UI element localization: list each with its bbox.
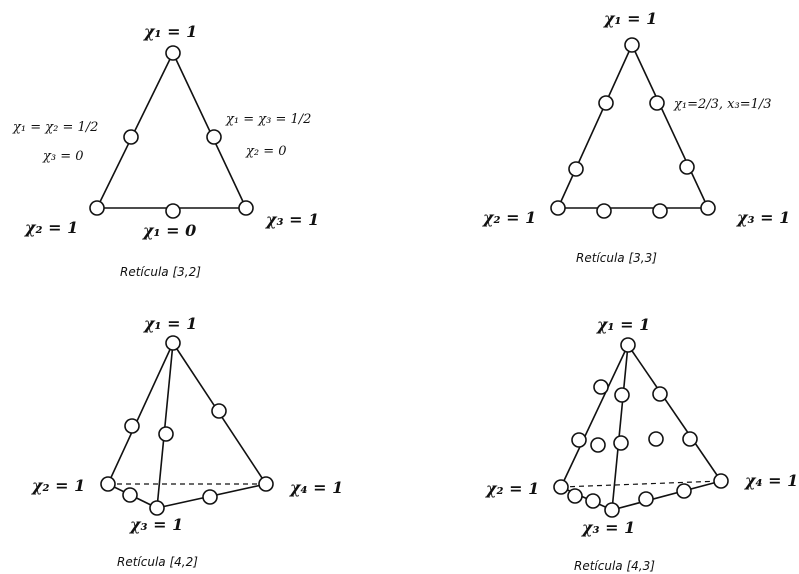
edge-apex-x3 bbox=[156, 342, 174, 509]
label-left: χ₂ = 1 bbox=[31, 476, 85, 495]
label-top: χ₁ = 1 bbox=[143, 314, 197, 333]
caption-lattice-4-2: Retícula [4,2] bbox=[117, 555, 198, 569]
label-top: χ₁ = 1 bbox=[143, 22, 197, 41]
label-bottom: χ₃ = 1 bbox=[581, 518, 635, 537]
label-bottom-right: χ₃ = 1 bbox=[736, 208, 790, 227]
vertex-x3 bbox=[149, 500, 165, 516]
vertex-x4 bbox=[258, 476, 274, 492]
point-bottom-left bbox=[596, 203, 612, 219]
caption-lattice-3-3: Retícula [3,3] bbox=[576, 251, 657, 265]
point-edge-14-lower bbox=[682, 431, 698, 447]
point-face-134 bbox=[648, 431, 664, 447]
point-edge-34-right bbox=[676, 483, 692, 499]
edge-hidden-x2-x4 bbox=[560, 480, 722, 488]
caption-lattice-3-2: Retícula [3,2] bbox=[120, 265, 201, 279]
label-right-edge-b: χ₂ = 0 bbox=[245, 144, 287, 159]
point-edge-23-left bbox=[567, 488, 583, 504]
edge-apex-x4 bbox=[627, 344, 722, 482]
edge-right bbox=[631, 44, 709, 209]
label-bottom-left: χ₂ = 1 bbox=[24, 218, 78, 237]
point-edge-13-upper bbox=[614, 387, 630, 403]
panel-lattice-3-2: χ₁ = 1 χ₁ = χ₂ = 1/2 χ₃ = 0 χ₁ = χ₃ = 1/… bbox=[12, 22, 319, 279]
label-bottom-left: χ₂ = 1 bbox=[482, 208, 536, 227]
label-left: χ₂ = 1 bbox=[485, 479, 539, 498]
point-right-upper bbox=[649, 95, 665, 111]
point-right-lower bbox=[679, 159, 695, 175]
point-edge-13 bbox=[158, 426, 174, 442]
label-top: χ₁ = 1 bbox=[596, 315, 650, 334]
point-edge-12-upper bbox=[593, 379, 609, 395]
panel-lattice-4-3: χ₁ = 1 χ₂ = 1 χ₄ = 1 χ₃ = 1 Retícula [4,… bbox=[485, 315, 798, 573]
point-edge-14 bbox=[211, 403, 227, 419]
vertex-x1 bbox=[165, 45, 181, 61]
edge-apex-x2 bbox=[107, 342, 174, 485]
vertex-x2 bbox=[100, 476, 116, 492]
point-edge-12-lower bbox=[571, 432, 587, 448]
vertex-x2 bbox=[553, 479, 569, 495]
point-left-upper bbox=[598, 95, 614, 111]
label-right: χ₄ = 1 bbox=[744, 471, 798, 490]
vertex-x3 bbox=[238, 200, 254, 216]
vertex-x2 bbox=[550, 200, 566, 216]
edge-apex-x2 bbox=[560, 344, 629, 488]
vertex-x3 bbox=[700, 200, 716, 216]
panel-lattice-3-3: χ₁ = 1 χ₁=2/3, x₃=1/3 χ₂ = 1 χ₃ = 1 Retí… bbox=[482, 9, 790, 265]
point-face-124 bbox=[590, 437, 606, 453]
point-edge-23-right bbox=[585, 493, 601, 509]
edge-apex-x3 bbox=[611, 344, 629, 511]
edge-x3-x4 bbox=[611, 480, 722, 511]
label-left-edge: χ₁ = χ₂ = 1/2 bbox=[12, 120, 98, 135]
vertex-x3 bbox=[604, 502, 620, 518]
point-bottom-right bbox=[652, 203, 668, 219]
label-right: χ₄ = 1 bbox=[289, 478, 343, 497]
midpoint-bottom bbox=[165, 203, 181, 219]
point-edge-12 bbox=[124, 418, 140, 434]
label-left-edge-b: χ₃ = 0 bbox=[42, 149, 84, 164]
vertex-x1 bbox=[165, 335, 181, 351]
vertex-x1 bbox=[624, 37, 640, 53]
vertex-x1 bbox=[620, 337, 636, 353]
label-right-edge: χ₁ = χ₃ = 1/2 bbox=[225, 112, 311, 127]
point-edge-34-left bbox=[638, 491, 654, 507]
vertex-x2 bbox=[89, 200, 105, 216]
midpoint-right bbox=[206, 129, 222, 145]
point-left-lower bbox=[568, 161, 584, 177]
vertex-x4 bbox=[713, 473, 729, 489]
midpoint-left bbox=[123, 129, 139, 145]
label-bottom-right: χ₃ = 1 bbox=[265, 210, 319, 229]
point-edge-13-lower bbox=[613, 435, 629, 451]
label-right-point: χ₁=2/3, x₃=1/3 bbox=[673, 97, 772, 112]
edge-right bbox=[172, 52, 247, 209]
point-edge-23 bbox=[122, 487, 138, 503]
caption-lattice-4-3: Retícula [4,3] bbox=[574, 559, 655, 573]
panel-lattice-4-2: χ₁ = 1 χ₂ = 1 χ₄ = 1 χ₃ = 1 Retícula [4,… bbox=[31, 314, 343, 569]
label-bottom: χ₃ = 1 bbox=[129, 515, 183, 534]
point-edge-34 bbox=[202, 489, 218, 505]
point-edge-14-upper bbox=[652, 386, 668, 402]
edge-left bbox=[557, 44, 633, 209]
label-bottom-mid: χ₁ = 0 bbox=[142, 221, 196, 240]
label-top: χ₁ = 1 bbox=[603, 9, 657, 28]
